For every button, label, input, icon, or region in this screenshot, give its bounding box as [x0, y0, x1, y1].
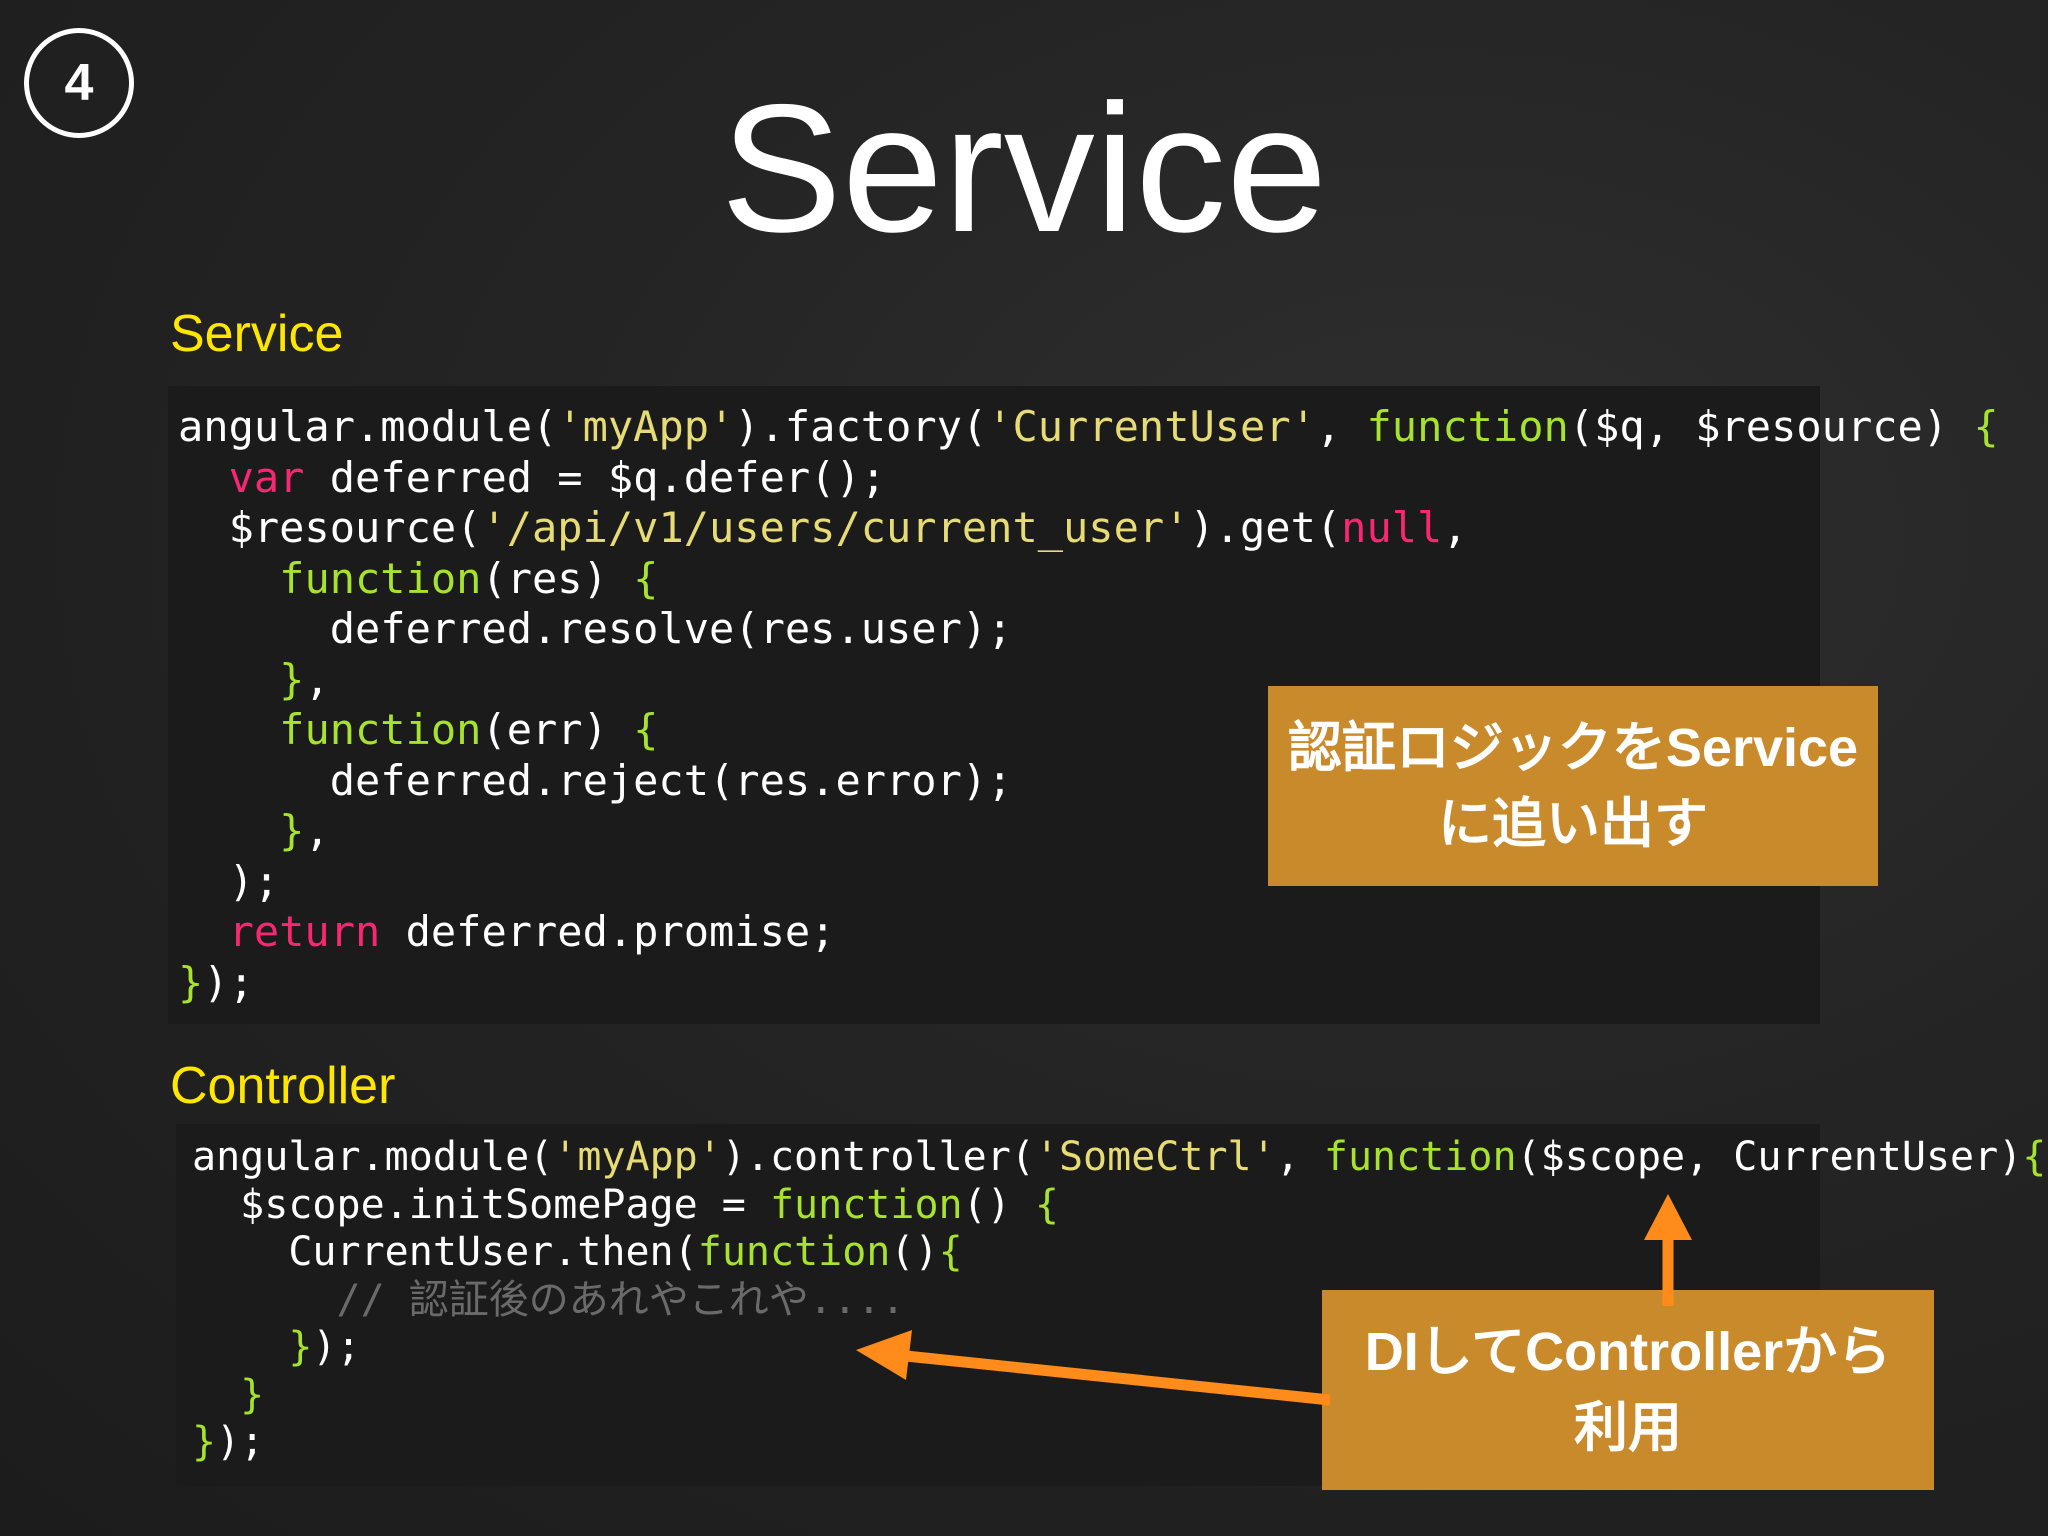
code-token: {: [938, 1229, 963, 1275]
controller-callout-line1: DIしてControllerから: [1364, 1322, 1892, 1382]
code-line: return deferred.promise;: [178, 907, 836, 958]
code-token: ($q, $resource): [1568, 402, 1974, 451]
arrow-up-to-currentuser: [1644, 1194, 1692, 1306]
code-token: // 認証後のあれやこれや....: [192, 1276, 906, 1323]
code-token: );: [203, 957, 254, 1007]
code-token: angular.module(: [178, 402, 558, 451]
code-token: ,: [304, 654, 330, 704]
code-token: }: [240, 1371, 265, 1418]
code-line: },: [178, 806, 330, 857]
code-token: $scope.initSomePage =: [192, 1181, 770, 1228]
code-token: function: [279, 705, 482, 754]
code-token: (err): [481, 705, 634, 754]
service-callout: 認証ロジックをService に追い出す: [1268, 686, 1878, 886]
code-token: 'SomeCtrl': [1034, 1134, 1276, 1180]
code-token: function: [697, 1229, 891, 1275]
code-token: return: [228, 907, 381, 956]
code-token: function: [769, 1181, 963, 1228]
code-line: );: [178, 856, 280, 908]
code-token: function: [1366, 402, 1569, 451]
code-token: (res): [481, 553, 634, 603]
controller-callout-line2: 利用: [1574, 1398, 1682, 1458]
code-token: {: [1034, 1181, 1059, 1228]
code-token: CurrentUser.then(: [192, 1229, 698, 1275]
code-token: deferred.resolve(res.user);: [178, 604, 1013, 653]
service-callout-line2: に追い出す: [1438, 794, 1708, 854]
code-token: angular.module(: [192, 1134, 554, 1180]
code-line: function(err) {: [178, 705, 658, 756]
code-token: 'myApp': [557, 402, 735, 451]
code-token: ,: [1442, 503, 1468, 552]
code-token: ($scope, CurrentUser): [1516, 1134, 2023, 1180]
code-token: deferred.reject(res.error);: [178, 755, 1013, 805]
code-token: }: [279, 654, 305, 704]
code-line: angular.module('myApp').factory('Current…: [178, 402, 1999, 453]
service-section-label: Service: [170, 305, 344, 363]
code-line: angular.module('myApp').controller('Some…: [192, 1134, 2046, 1182]
code-token: ,: [304, 806, 330, 855]
slide-title: Service: [720, 66, 1328, 270]
code-line: }: [192, 1372, 264, 1420]
code-token: {: [1973, 402, 1999, 451]
code-line: deferred.reject(res.error);: [178, 755, 1013, 807]
code-line: // 認証後のあれやこれや....: [192, 1277, 905, 1325]
code-token: ).controller(: [721, 1134, 1035, 1180]
code-token: (): [890, 1229, 939, 1275]
code-token: '/api/v1/users/current_user': [481, 503, 1190, 552]
code-token: {: [633, 553, 659, 603]
code-token: function: [1323, 1134, 1517, 1180]
code-line: });: [192, 1419, 264, 1467]
code-token: function: [279, 553, 482, 603]
code-token: }: [192, 1419, 217, 1465]
code-token: deferred = $q.defer();: [304, 452, 887, 502]
arrow-left-to-comment: [856, 1330, 1331, 1406]
code-token: 'CurrentUser': [987, 402, 1316, 451]
code-token: }: [279, 806, 305, 855]
code-line: $scope.initSomePage = function() {: [192, 1182, 1059, 1230]
code-token: ,: [1275, 1134, 1324, 1180]
code-line: function(res) {: [178, 554, 658, 605]
code-token: var: [228, 452, 305, 502]
code-token: );: [216, 1419, 265, 1465]
code-token: );: [312, 1324, 361, 1370]
controller-section-label: Controller: [170, 1057, 396, 1115]
code-token: $resource(: [178, 503, 482, 552]
code-line: });: [192, 1324, 361, 1372]
code-token: }: [178, 957, 204, 1007]
code-line: $resource('/api/v1/users/current_user').…: [178, 503, 1468, 554]
code-token: }: [288, 1324, 313, 1370]
controller-callout: DIしてControllerから 利用: [1322, 1290, 1934, 1490]
service-callout-line1: 認証ロジックをService: [1287, 718, 1859, 778]
code-token: ).factory(: [734, 402, 988, 451]
code-token: {: [2022, 1134, 2047, 1180]
code-token: deferred.promise;: [380, 907, 836, 956]
code-token: {: [633, 705, 659, 754]
code-token: ).get(: [1189, 503, 1342, 552]
code-line: },: [178, 655, 330, 706]
code-token: ,: [1315, 402, 1367, 451]
code-line: deferred.resolve(res.user);: [178, 604, 1013, 655]
code-token: null: [1341, 503, 1443, 552]
code-token: (): [962, 1181, 1035, 1228]
code-line: var deferred = $q.defer();: [178, 453, 886, 504]
code-token: 'myApp': [553, 1134, 722, 1180]
code-line: CurrentUser.then(function(){: [192, 1229, 963, 1277]
step-number-badge: 4: [24, 28, 134, 138]
code-token: );: [178, 856, 280, 906]
code-line: });: [178, 958, 254, 1009]
